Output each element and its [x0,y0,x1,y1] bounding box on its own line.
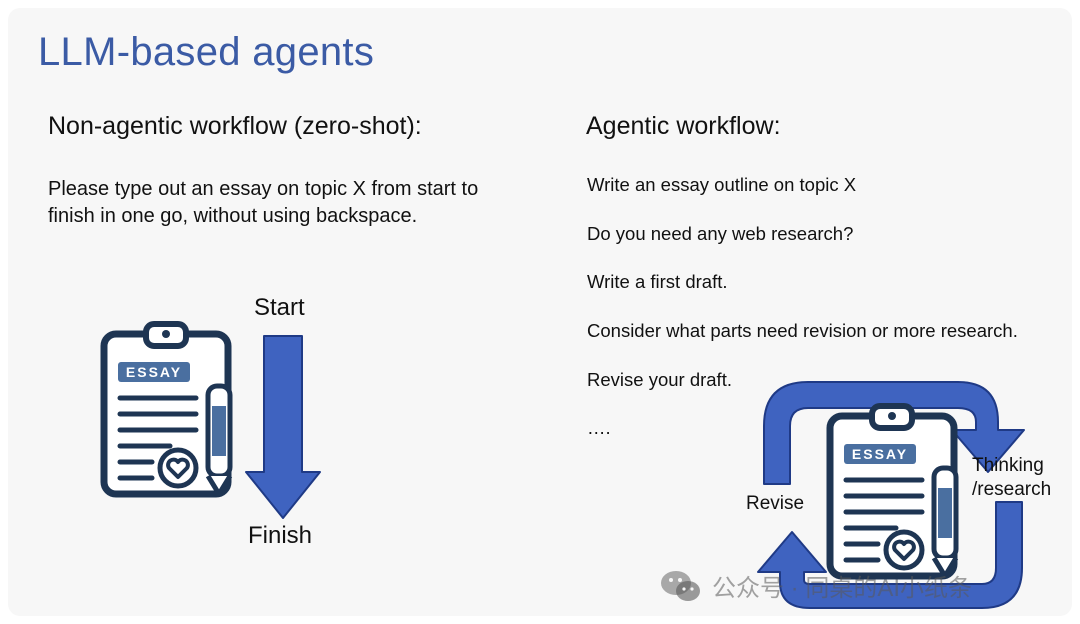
agentic-step: …. [587,417,611,439]
finish-label: Finish [248,522,313,549]
non-agentic-prompt: Please type out an essay on topic X from… [48,178,479,227]
agentic-step: Write a first draft. [587,271,728,293]
agentic-step: Consider what parts need revision or mor… [587,320,1018,342]
agentic-step: Write an essay outline on topic X [587,174,857,195]
agentic-heading: Agentic workflow: [586,112,781,140]
essay-clipboard-icon: ESSAY [826,403,959,580]
wechat-icon [661,570,700,601]
agentic-steps-list: Write an essay outline on topic X Do you… [587,174,1018,466]
agentic-step: Revise your draft. [587,368,732,390]
revise-label: Revise [746,493,805,514]
watermark-text: 公众号 · 同桌的AI小纸条 [712,575,973,602]
start-label: Start [254,294,305,321]
svg-text:ESSAY: ESSAY [852,446,908,462]
essay-clipboard-left: ESSAY [100,320,240,505]
svg-text:ESSAY: ESSAY [126,364,182,380]
agentic-step: Do you need any web research? [587,222,854,244]
down-arrow [245,335,321,519]
essay-clipboard-icon: ESSAY [100,321,233,498]
watermark: 公众号 · 同桌的AI小纸条 [660,568,972,603]
slide: LLM-based agents Non-agentic workflow (z… [8,8,1072,616]
non-agentic-heading: Non-agentic workflow (zero-shot): [48,112,422,140]
slide-title: LLM-based agents [38,30,375,74]
agentic-cycle-arrows [757,381,1025,609]
thinking-research-label: Thinking /research [972,455,1052,500]
essay-clipboard-right: ESSAY [826,402,966,587]
revise-arrow [757,501,1023,609]
thinking-arrow [763,381,1025,485]
